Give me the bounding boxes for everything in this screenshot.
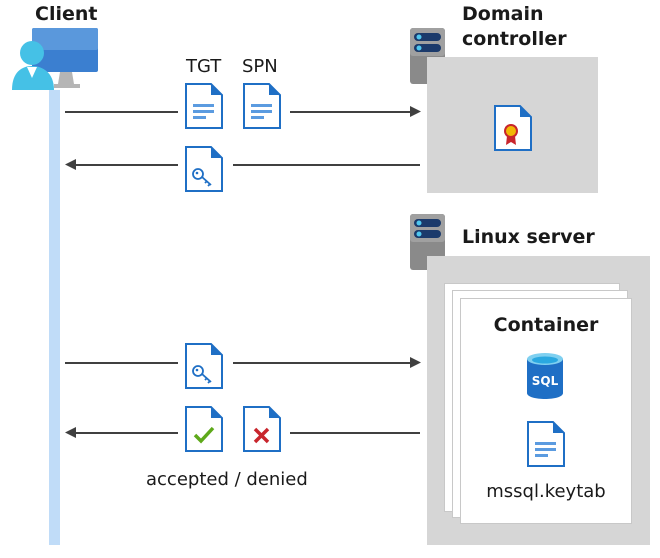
service-ticket-key-icon: [185, 343, 223, 389]
linux-server-label: Linux server: [462, 226, 595, 248]
certificate-icon: [494, 105, 532, 151]
arrow-line: [290, 432, 420, 434]
arrowhead-left-icon: [65, 427, 76, 438]
arrow-line: [65, 362, 178, 364]
denied-x-icon: [243, 406, 281, 452]
domain-controller-label-line1: Domain: [462, 3, 544, 25]
sql-icon-text: SQL: [532, 374, 559, 388]
keytab-file-icon: [527, 421, 565, 467]
container-label: Container: [493, 314, 599, 336]
client-lifeline: [49, 90, 60, 545]
arrowhead-left-icon: [65, 159, 76, 170]
tgt-ticket-icon: [185, 83, 223, 129]
arrow-line: [74, 164, 178, 166]
domain-controller-label: Domain controller: [462, 2, 567, 52]
service-ticket-key-icon: [185, 146, 223, 192]
arrow-line: [74, 432, 178, 434]
arrowhead-right-icon: [410, 106, 421, 117]
accepted-denied-label: accepted / denied: [146, 469, 308, 490]
spn-label: SPN: [242, 56, 278, 77]
keytab-label: mssql.keytab: [486, 481, 606, 502]
user-computer-icon: [12, 28, 98, 90]
arrow-line: [290, 111, 412, 113]
arrow-line: [233, 362, 412, 364]
sql-database-icon: SQL: [527, 353, 563, 399]
arrowhead-right-icon: [410, 357, 421, 368]
accepted-check-icon: [185, 406, 223, 452]
container-page-front: [460, 298, 632, 524]
arrow-line: [233, 164, 420, 166]
domain-controller-label-line2: controller: [462, 28, 567, 50]
client-label: Client: [35, 3, 98, 25]
arrow-line: [65, 111, 178, 113]
spn-document-icon: [243, 83, 281, 129]
tgt-label: TGT: [186, 56, 222, 77]
